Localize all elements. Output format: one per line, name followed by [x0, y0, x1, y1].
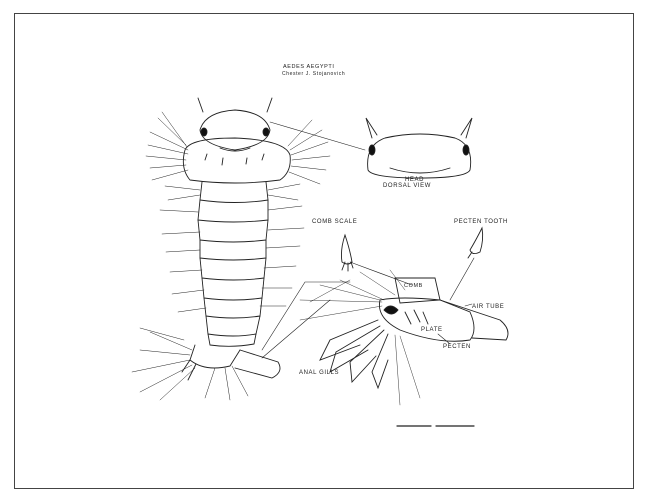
label-plate: PLATE: [421, 327, 443, 333]
pecten-tooth-drawing: [468, 228, 483, 258]
connector-pecten: [438, 334, 450, 344]
label-comb: COMB: [404, 284, 423, 290]
anal-gills-drawing: [320, 320, 388, 388]
connector-comb-scale: [350, 262, 412, 285]
connector-tail: [262, 282, 350, 350]
head-dorsal-drawing: [366, 118, 472, 178]
label-comb-scale: COMB SCALE: [312, 219, 357, 225]
connector-pecten-tooth: [450, 258, 474, 300]
larva-head: [198, 98, 272, 151]
terminal-segment: [182, 345, 280, 380]
label-anal-gills: ANAL GILLS: [299, 370, 339, 376]
abdomen-setae: [160, 184, 304, 312]
comb-scale-drawing: [341, 235, 353, 271]
abdomen-segments: [198, 182, 268, 346]
label-pecten: PECTEN: [443, 344, 471, 350]
figure-credit: Chester J. Stojanovich: [282, 72, 345, 77]
figure-title: AEDES AEGYPTI: [283, 65, 335, 71]
connector-air-tube: [465, 304, 472, 306]
terminal-setae: [132, 328, 248, 400]
label-dorsal-view: DORSAL VIEW: [383, 183, 431, 189]
label-pecten-tooth: PECTEN TOOTH: [454, 219, 508, 225]
larva-thorax: [183, 138, 290, 183]
label-air-tube: AIR TUBE: [472, 304, 504, 310]
thorax-setae: [146, 112, 330, 184]
